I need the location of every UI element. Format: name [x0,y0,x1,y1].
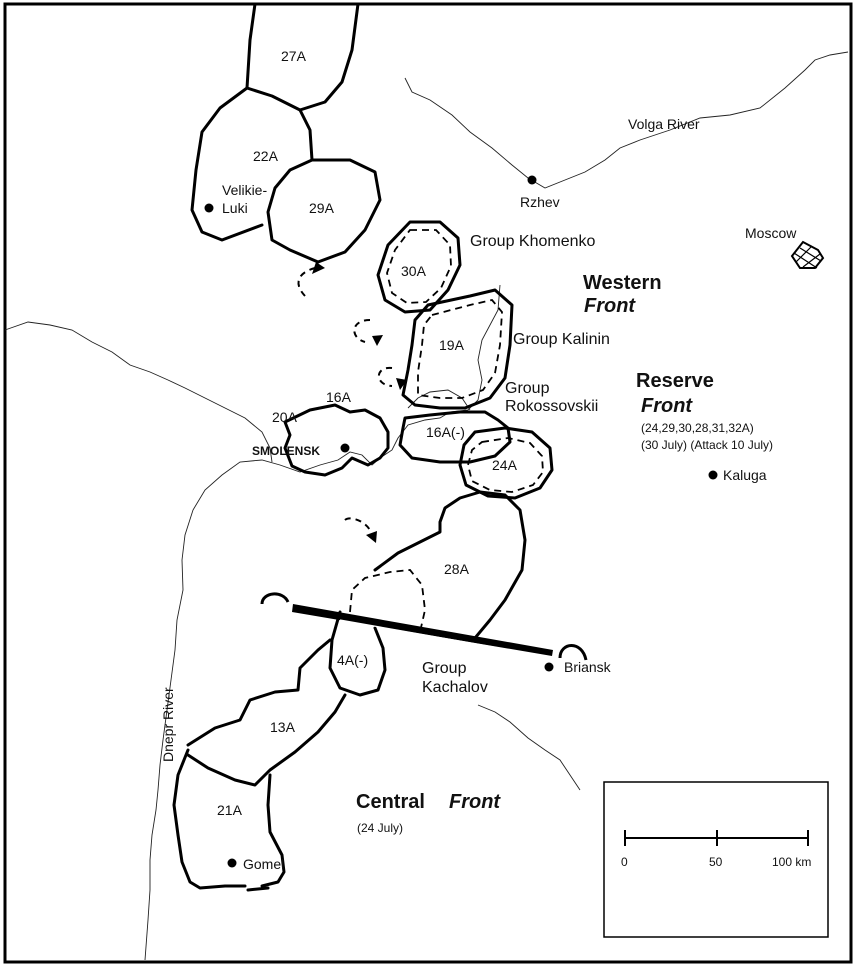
label-27a: 27A [281,48,307,64]
label-volga-river: Volga River [628,116,700,132]
label-16a-minus: 16A(-) [426,424,465,440]
label-13a: 13A [270,719,296,735]
label-28a: 28A [444,561,470,577]
label-gomel: Gomel [243,856,284,872]
label-kaluga: Kaluga [723,467,767,483]
city-dot-briansk [544,662,554,672]
army-28a-dash [349,569,426,633]
army-29a-area [266,158,382,264]
arrow-head-icon [366,531,377,543]
movement-arrows [297,262,407,543]
scale-label-50: 50 [709,855,723,869]
label-moscow: Moscow [745,225,797,241]
label-central-front-2: Front [449,791,501,813]
label-group-kachalov-1: Group [422,660,467,677]
label-4a-minus: 4A(-) [337,652,368,668]
label-reserve-armies: (24,29,30,28,31,32A) [641,421,754,435]
label-16a: 16A [326,389,352,405]
scale-legend: 0 50 100 km [603,781,829,938]
label-western-front-1: Western [583,272,662,294]
arrow-29a [297,267,316,297]
volga-river-line [404,51,849,189]
army-16a-20a-area [283,403,390,477]
group-kalinin-dash [417,299,503,399]
label-velikie: Velikie- [222,182,267,198]
tributary-west [4,321,273,463]
label-29a: 29A [309,200,335,216]
label-dnepr-river: Dnepr River [160,687,176,762]
label-reserve-front-2: Front [641,395,693,417]
arrow-19a [377,366,393,387]
army-30a-area [376,220,462,314]
army-4a-minus-area [328,610,387,697]
label-luki: Luki [222,200,248,216]
city-dot-rzhev [527,175,537,185]
arrow-head-icon [396,378,407,390]
army-24a-dash [467,437,544,493]
army-22a-area [190,86,314,242]
label-group-khomenko: Group Khomenko [470,233,596,250]
label-central-front-1: Central [356,791,425,813]
label-smolensk: SMOLENSK [252,444,320,458]
city-dot-kaluga [708,470,718,480]
label-21a: 21A [217,802,243,818]
label-20a: 20A [272,409,298,425]
label-group-rokossovskii-1: Group [505,380,550,397]
label-briansk: Briansk [564,659,612,675]
label-reserve-front-1: Reserve [636,370,714,392]
tributary-smolensk [407,389,471,411]
scale-box [603,781,829,938]
city-dot-velikie-luki [204,203,214,213]
label-reserve-note: (30 July) (Attack 10 July) [641,438,773,452]
label-30a: 30A [401,263,427,279]
arrow-head-icon [312,262,325,274]
army-28a-area [373,490,527,640]
dnepr-river-line [144,284,501,961]
city-dot-gomel [227,858,237,868]
label-24a: 24A [492,457,518,473]
label-group-kachalov-2: Kachalov [422,679,488,696]
label-group-kalinin: Group Kalinin [513,331,610,348]
army-13a-area [186,638,347,787]
group-khomenko-dash [386,229,452,304]
army-19a-area [401,288,514,410]
scale-label-0: 0 [621,855,628,869]
arrow-30a [353,319,371,343]
label-central-note: (24 July) [357,821,403,835]
army-24a-area [458,426,554,500]
front-boundary-bar [260,592,588,661]
arrow-head-icon [372,335,383,346]
label-group-rokossovskii-2: Rokossovskii [505,398,598,415]
tributary-southeast [477,704,581,791]
arrow-28a [344,517,373,537]
label-19a: 19A [439,337,465,353]
moscow-icon [790,240,825,269]
map-frame [3,2,853,964]
label-western-front-2: Front [584,295,636,317]
label-22a: 22A [253,148,279,164]
army-21a-area [172,748,286,892]
city-dot-smolensk [340,443,350,453]
label-rzhev: Rzhev [520,194,560,210]
army-16a-minus-area [398,410,512,464]
scale-label-100: 100 km [772,855,811,869]
